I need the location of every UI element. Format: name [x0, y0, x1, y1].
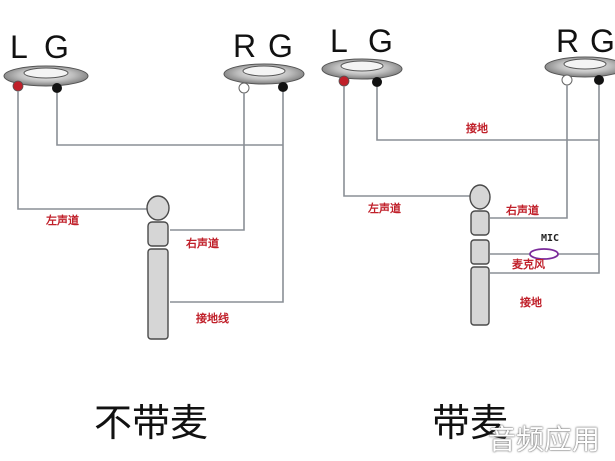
jack-letter-g: G — [590, 23, 615, 59]
audio-plug-3pole — [146, 195, 170, 340]
ground-contact-dot — [594, 75, 604, 85]
audio-plug-4pole — [469, 184, 491, 326]
jack-letter-g: G — [44, 29, 69, 65]
right-contact-dot — [238, 82, 250, 94]
right-contact-dot — [561, 74, 573, 86]
left-jack-lg — [321, 58, 403, 87]
mic-tag-label: MIC — [541, 233, 559, 244]
ground-link-wire — [56, 93, 283, 146]
jack-letter-l: L — [330, 23, 348, 59]
right-channel-wire — [170, 93, 245, 231]
jack-letter-g: G — [368, 23, 393, 59]
right-diagram: L G R G 接地 左声道 右声道 MIC 麦克风 接 — [321, 23, 615, 326]
jack-letter-g: G — [268, 28, 293, 64]
ground-contact-dot — [278, 82, 288, 92]
jack-letter-l: L — [10, 29, 28, 65]
left-channel-label: 左声道 — [367, 201, 401, 215]
ground-wire-bottom — [490, 85, 600, 274]
ground-wire — [170, 92, 284, 303]
ground-link-wire — [376, 87, 599, 141]
ground-contact-dot — [372, 77, 382, 87]
left-channel-label: 左声道 — [45, 213, 79, 227]
ground-top-label: 接地 — [466, 121, 488, 135]
caption-without-mic: 不带麦 — [94, 401, 209, 445]
jack-letter-r: R — [556, 23, 579, 59]
watermark-text: 音频应用 — [488, 423, 601, 456]
microphone-coil-icon — [529, 248, 559, 260]
right-channel-wire — [490, 85, 568, 219]
left-diagram: L G R G 左声道 右声道 接地线 — [3, 28, 305, 340]
right-jack-rg — [223, 63, 305, 94]
left-contact-dot — [338, 75, 350, 87]
left-channel-wire — [17, 91, 150, 210]
ground-bottom-label: 接地 — [520, 295, 542, 309]
caption-with-mic: 带麦 — [432, 401, 509, 445]
left-channel-wire — [343, 86, 472, 197]
left-jack-lg — [3, 65, 89, 93]
right-channel-label: 右声道 — [185, 236, 219, 250]
left-contact-dot — [12, 80, 24, 92]
right-jack-rg — [544, 56, 615, 86]
jack-letter-r: R — [233, 28, 256, 64]
ground-contact-dot — [52, 83, 62, 93]
microphone-label: 麦克风 — [512, 257, 545, 271]
right-channel-label: 右声道 — [505, 203, 539, 217]
ground-wire-label: 接地线 — [196, 311, 229, 325]
